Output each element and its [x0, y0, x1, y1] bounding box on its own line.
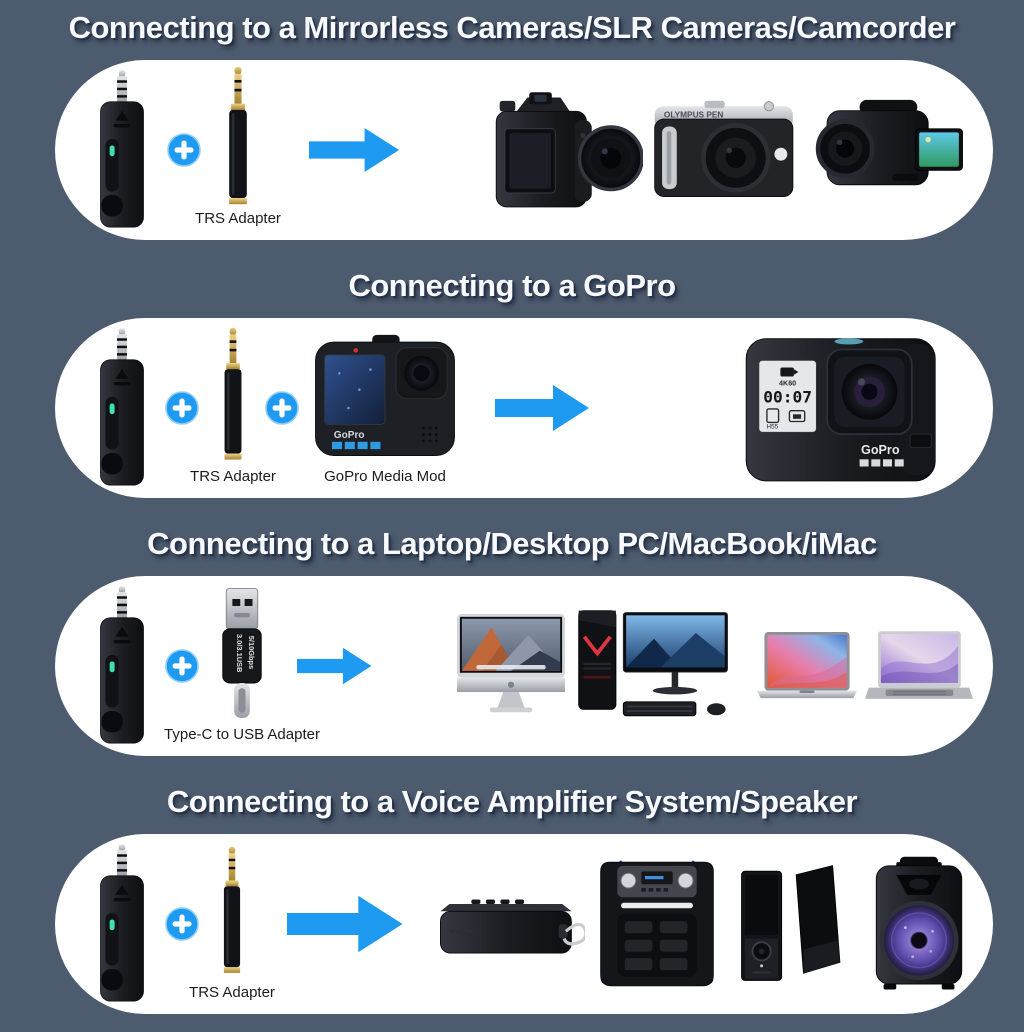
section-title: Connecting to a Laptop/Desktop PC/MacBoo…: [147, 526, 877, 561]
section-title: Connecting to a Voice Amplifier System/S…: [166, 784, 858, 819]
section-cameras: Connecting to a Mirrorless Cameras/SLR C…: [0, 8, 1024, 240]
desktop-pc-image: [575, 576, 747, 756]
gopro-media-mod-item: GoPro GoPro Media Mod: [311, 318, 459, 498]
party-speaker-image: [869, 834, 969, 1014]
macbook-image: [755, 576, 859, 756]
trs-adapter-label: TRS Adapter: [190, 468, 276, 485]
voice-amplifier-image: [597, 834, 717, 1014]
usb-adapter-item: 3.0/3.1USB 5/10Gbps Type-C to USB Adapte…: [164, 576, 320, 756]
bluetooth-speaker-image: [435, 834, 585, 1014]
section-speakers: Connecting to a Voice Amplifier System/S…: [0, 782, 1024, 1014]
usb-adapter-label: Type-C to USB Adapter: [164, 726, 320, 743]
infographic-page: Connecting to a Mirrorless Cameras/SLR C…: [0, 8, 1024, 1032]
arrow-right-icon: [287, 834, 405, 1014]
section-gopro: Connecting to a GoPro: [0, 266, 1024, 498]
desktop-speakers-image: [727, 834, 859, 1014]
connection-pill: TRS Adapter: [55, 318, 993, 498]
gopro-camera-image: 4K60 00:07 H55 GoPro: [739, 318, 955, 498]
arrow-right-icon: [309, 60, 401, 240]
plus-icon: [165, 318, 199, 498]
connection-pill: 3.0/3.1USB 5/10Gbps Type-C to USB Adapte…: [55, 576, 993, 756]
plus-icon: [165, 576, 199, 756]
laptop-image: [865, 576, 973, 756]
receiver-image: [89, 834, 155, 1014]
gopro-res-text: 4K60: [779, 379, 796, 388]
trs-adapter-item: TRS Adapter: [195, 60, 281, 240]
imac-image: [453, 576, 569, 756]
connection-pill: TRS Adapter: [55, 834, 993, 1014]
olympus-logo-text: OLYMPUS PEN: [664, 109, 724, 119]
usb-adapter-text-line1: 3.0/3.1USB: [235, 634, 244, 673]
plus-icon: [165, 834, 199, 1014]
trs-adapter-item: TRS Adapter: [189, 834, 275, 1014]
gopro-media-mod-label: GoPro Media Mod: [324, 468, 446, 485]
mirrorless-camera-image: OLYMPUS PEN: [651, 60, 803, 240]
receiver-image: [89, 318, 155, 498]
trs-adapter-label: TRS Adapter: [195, 210, 281, 227]
trs-adapter-label: TRS Adapter: [189, 984, 275, 1001]
gopro-time-text: 00:07: [763, 388, 812, 407]
dslr-camera-image: [491, 60, 643, 240]
section-title: Connecting to a GoPro: [348, 268, 676, 303]
plus-icon: [167, 60, 201, 240]
gopro-logo-text: GoPro: [861, 443, 900, 457]
receiver-image: [89, 576, 155, 756]
arrow-right-icon: [495, 318, 591, 498]
camcorder-image: [809, 60, 967, 240]
trs-adapter-item: TRS Adapter: [190, 318, 276, 498]
section-computers: Connecting to a Laptop/Desktop PC/MacBoo…: [0, 524, 1024, 756]
usb-adapter-text-line2: 5/10Gbps: [247, 636, 256, 669]
gopro-sd-text: H55: [767, 424, 779, 431]
section-title: Connecting to a Mirrorless Cameras/SLR C…: [68, 10, 956, 45]
gopro-logo-text: GoPro: [334, 430, 365, 441]
receiver-image: [89, 60, 155, 240]
connection-pill: TRS Adapter: [55, 60, 993, 240]
plus-icon: [265, 318, 299, 498]
arrow-right-icon: [297, 576, 373, 756]
